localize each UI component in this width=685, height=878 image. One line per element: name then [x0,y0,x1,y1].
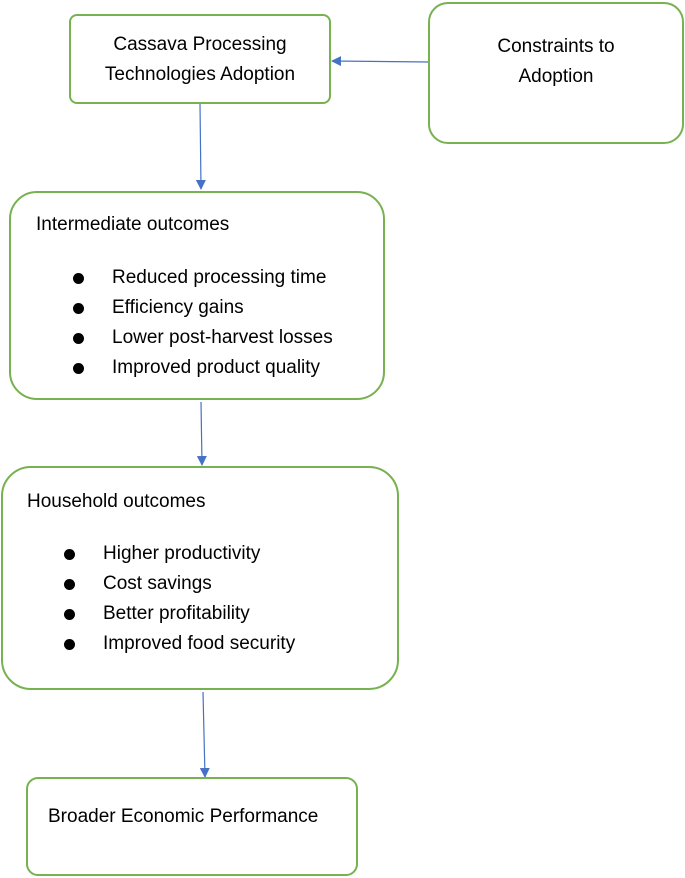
bullet-icon [64,579,75,590]
list-item: Improved product quality [73,353,333,383]
constraints-box: Constraints to Adoption [428,2,684,144]
broader-economic-performance-title: Broader Economic Performance [48,806,319,827]
adoption-title-line-2: Technologies Adoption [104,64,296,85]
intermediate-outcomes-title: Intermediate outcomes [36,214,230,235]
bullet-icon [73,333,84,344]
bullet-icon [64,639,75,650]
bullet-icon [73,303,84,314]
bullet-icon [64,609,75,620]
arrow-adoption-to-intermediate [195,103,206,190]
intermediate-outcomes-box: Intermediate outcomes Reduced processing… [9,191,385,400]
bullet-icon [73,363,84,374]
list-item: Lower post-harvest losses [73,323,333,353]
broader-economic-performance-box: Broader Economic Performance [26,777,358,876]
arrow-constraints-to-adoption [331,56,430,67]
household-outcomes-box: Household outcomes Higher productivity C… [1,466,399,690]
adoption-title-line-1: Cassava Processing [113,34,287,55]
adoption-box: Cassava Processing Technologies Adoption [69,14,331,104]
list-item: Efficiency gains [73,293,333,323]
list-item: Cost savings [64,569,295,599]
household-outcomes-title: Household outcomes [27,491,206,512]
bullet-icon [73,273,84,284]
household-outcomes-list: Higher productivity Cost savings Better … [64,539,295,659]
list-item: Better profitability [64,599,295,629]
arrow-household-to-broader [199,691,210,778]
list-item: Improved food security [64,629,295,659]
constraints-title-line-2: Adoption [518,66,594,87]
bullet-icon [64,549,75,560]
list-item: Reduced processing time [73,263,333,293]
list-item: Higher productivity [64,539,295,569]
constraints-title-line-1: Constraints to [497,36,615,57]
arrow-intermediate-to-household [196,401,207,466]
intermediate-outcomes-list: Reduced processing time Efficiency gains… [73,263,333,383]
